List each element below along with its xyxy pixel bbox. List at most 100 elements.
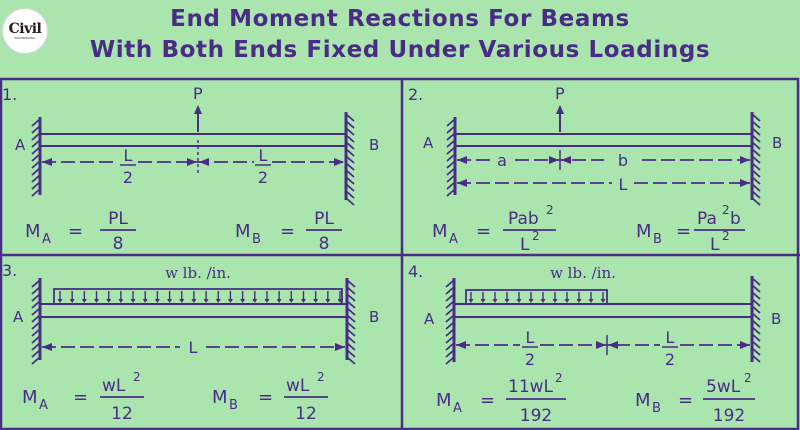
case-4-mb-num-sup: 2 [744, 371, 752, 385]
case-3-mb-num-sup: 2 [317, 370, 325, 384]
case-4-dim-arrow-mid-b [608, 341, 618, 349]
udl-arrow-head [600, 299, 606, 303]
case-2-ma-sub: A [449, 232, 458, 247]
case-1-load-label: P [193, 84, 203, 103]
udl-arrow-head [288, 299, 294, 303]
wall-hatch [751, 148, 761, 157]
wall-hatch [446, 139, 456, 148]
wall-hatch [446, 174, 456, 183]
case-3-ma-sub: A [39, 398, 48, 413]
case-4-ma-den: 192 [520, 406, 552, 426]
case-1-ma-num: PL [108, 209, 128, 229]
case-2-ma-num-sup: 2 [546, 203, 554, 217]
case-1-dim-right-num: L [259, 146, 268, 165]
wall-hatch [345, 183, 355, 192]
case-2-dim-a-label: a [497, 151, 507, 170]
case-1-dim-arrow-right [334, 158, 344, 166]
udl-arrow-head [576, 299, 582, 303]
case-3-panel: 3. w lb. /in. A B L M A = wL 2 12 M B = … [2, 261, 379, 424]
case-3-udl-arrows [57, 291, 343, 303]
udl-arrow-head [552, 299, 558, 303]
case-2-dim-b-arrow-left [561, 156, 571, 164]
case-2-mb-m: M [636, 221, 652, 242]
case-2-ma-m: M [432, 221, 448, 242]
case-2-load-arrowhead [556, 105, 564, 114]
udl-arrow-head [203, 299, 209, 303]
wall-hatch [346, 335, 356, 344]
case-2-dim-l-arrow-right [740, 179, 750, 187]
case-4-dim-right-num: L [666, 328, 675, 347]
case-3-mb-den: 12 [295, 404, 317, 424]
case-3-ma-m: M [22, 387, 38, 408]
case-1-mb-m: M [235, 221, 251, 242]
udl-arrow-head [300, 299, 306, 303]
case-3-number: 3. [2, 261, 17, 280]
case-2-dim-b-label: b [618, 151, 628, 170]
case-1-number: 1. [2, 85, 17, 104]
case-3-mb-sub: B [229, 398, 238, 413]
case-2-mb-num-sup: 2 [722, 203, 730, 217]
case-3-support-b: B [369, 308, 379, 326]
case-2-ma-den-sup: 2 [532, 229, 540, 243]
udl-arrow-head [564, 299, 570, 303]
wall-hatch [346, 349, 356, 358]
wall-hatch [751, 155, 761, 164]
udl-arrow-head [240, 299, 246, 303]
wall-hatch [445, 293, 455, 302]
logo-text: Civil [8, 21, 42, 37]
wall-hatch [445, 300, 455, 309]
wall-hatch [446, 181, 456, 190]
wall-hatch [345, 127, 355, 136]
udl-arrow-head [81, 299, 87, 303]
wall-hatch [346, 293, 356, 302]
udl-arrow-head [69, 299, 75, 303]
case-1-dim-right-den: 2 [258, 168, 268, 187]
wall-hatch [31, 349, 41, 358]
wall-hatch [31, 160, 41, 169]
case-4-mb-m: M [635, 390, 651, 411]
udl-arrow-head [468, 299, 474, 303]
udl-arrow-head [227, 299, 233, 303]
wall-hatch [445, 307, 455, 316]
udl-arrow-head [167, 299, 173, 303]
wall-hatch [751, 183, 761, 192]
case-3-dim-l-label: L [189, 338, 198, 357]
case-2-mb-sub: B [653, 232, 662, 247]
wall-hatch [31, 342, 41, 351]
case-2-support-a: A [423, 134, 434, 152]
case-4-mb-den: 192 [713, 406, 745, 426]
wall-hatch [751, 312, 761, 321]
udl-arrow-head [191, 299, 197, 303]
udl-arrow-head [142, 299, 148, 303]
wall-hatch [31, 167, 41, 176]
udl-arrow-head [516, 299, 522, 303]
wall-hatch [446, 146, 456, 155]
case-4-dim-left-den: 2 [525, 350, 535, 369]
case-1-load-arrowhead [194, 105, 202, 114]
wall-hatch [346, 314, 356, 323]
wall-hatch [31, 188, 41, 197]
wall-hatch [446, 160, 456, 169]
case-4-ma-m: M [436, 390, 452, 411]
wall-hatch [446, 167, 456, 176]
case-2-panel: 2. P A B a b L M A = Pab 2 L 2 M [408, 84, 782, 255]
wall-hatch [751, 340, 761, 349]
udl-arrow-head [313, 299, 319, 303]
civil-logo: Civil ENGINEERING [2, 8, 48, 54]
case-2-ma-num: Pab [508, 209, 539, 229]
case-1-ma-den: 8 [113, 234, 124, 254]
case-1-support-b: B [369, 136, 379, 154]
case-2-ma-den: L [520, 235, 530, 255]
udl-arrow-head [337, 299, 343, 303]
wall-hatch [31, 181, 41, 190]
wall-hatch [446, 132, 456, 141]
case-1-right-wall [344, 112, 355, 206]
wall-hatch [445, 356, 455, 365]
wall-hatch [751, 277, 761, 286]
case-1-dim-left-den: 2 [123, 168, 133, 187]
wall-hatch [31, 321, 41, 330]
udl-arrow-head [480, 299, 486, 303]
wall-hatch [445, 279, 455, 288]
grid-lines [0, 77, 800, 430]
